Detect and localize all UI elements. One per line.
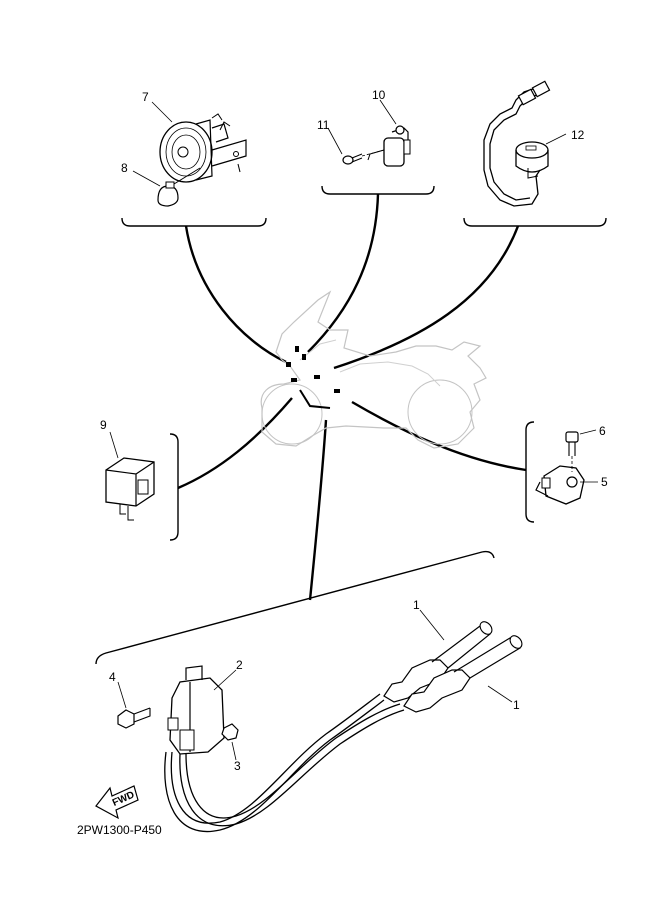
callout-1a: 1 (413, 598, 420, 612)
group-frame-horn (121, 217, 267, 227)
callout-9: 9 (100, 418, 107, 432)
sensor-bolt-icon (565, 431, 579, 472)
horn-icon (159, 113, 247, 183)
callout-1b: 1 (513, 698, 520, 712)
drawing-code: 2PW1300-P450 (77, 823, 162, 837)
screw-icon (342, 149, 385, 165)
callout-4: 4 (109, 670, 116, 684)
callout-8: 8 (121, 161, 128, 175)
spark-plug-lead-icon (164, 621, 523, 833)
callout-3: 3 (234, 759, 241, 773)
callout-5: 5 (601, 475, 608, 489)
motorcycle-silhouette-icon (260, 290, 487, 449)
callout-11: 11 (317, 118, 330, 132)
callout-2: 2 (236, 658, 243, 672)
location-markers (286, 346, 340, 409)
group-frame-switch (463, 217, 607, 227)
fwd-arrow-icon (95, 785, 139, 820)
group-frame-lock (321, 185, 435, 195)
coil-nut-icon (221, 723, 239, 741)
callout-12: 12 (571, 128, 585, 142)
leader-lines (177, 193, 527, 601)
coil-bolt-icon (117, 707, 151, 729)
main-switch-icon (367, 125, 411, 167)
callout-7: 7 (142, 90, 149, 104)
callout-leaders (109, 99, 598, 761)
horn-bolt-icon (157, 167, 201, 207)
group-frame-coil (95, 550, 495, 665)
callout-6: 6 (599, 424, 606, 438)
group-frame-sensor (525, 421, 535, 523)
group-frame-relay (169, 433, 179, 541)
sensor-icon (535, 465, 585, 505)
callout-10: 10 (372, 88, 386, 102)
switch-connector-icon (483, 80, 551, 207)
ignition-coil-icon (167, 665, 225, 755)
relay-icon (105, 457, 155, 521)
